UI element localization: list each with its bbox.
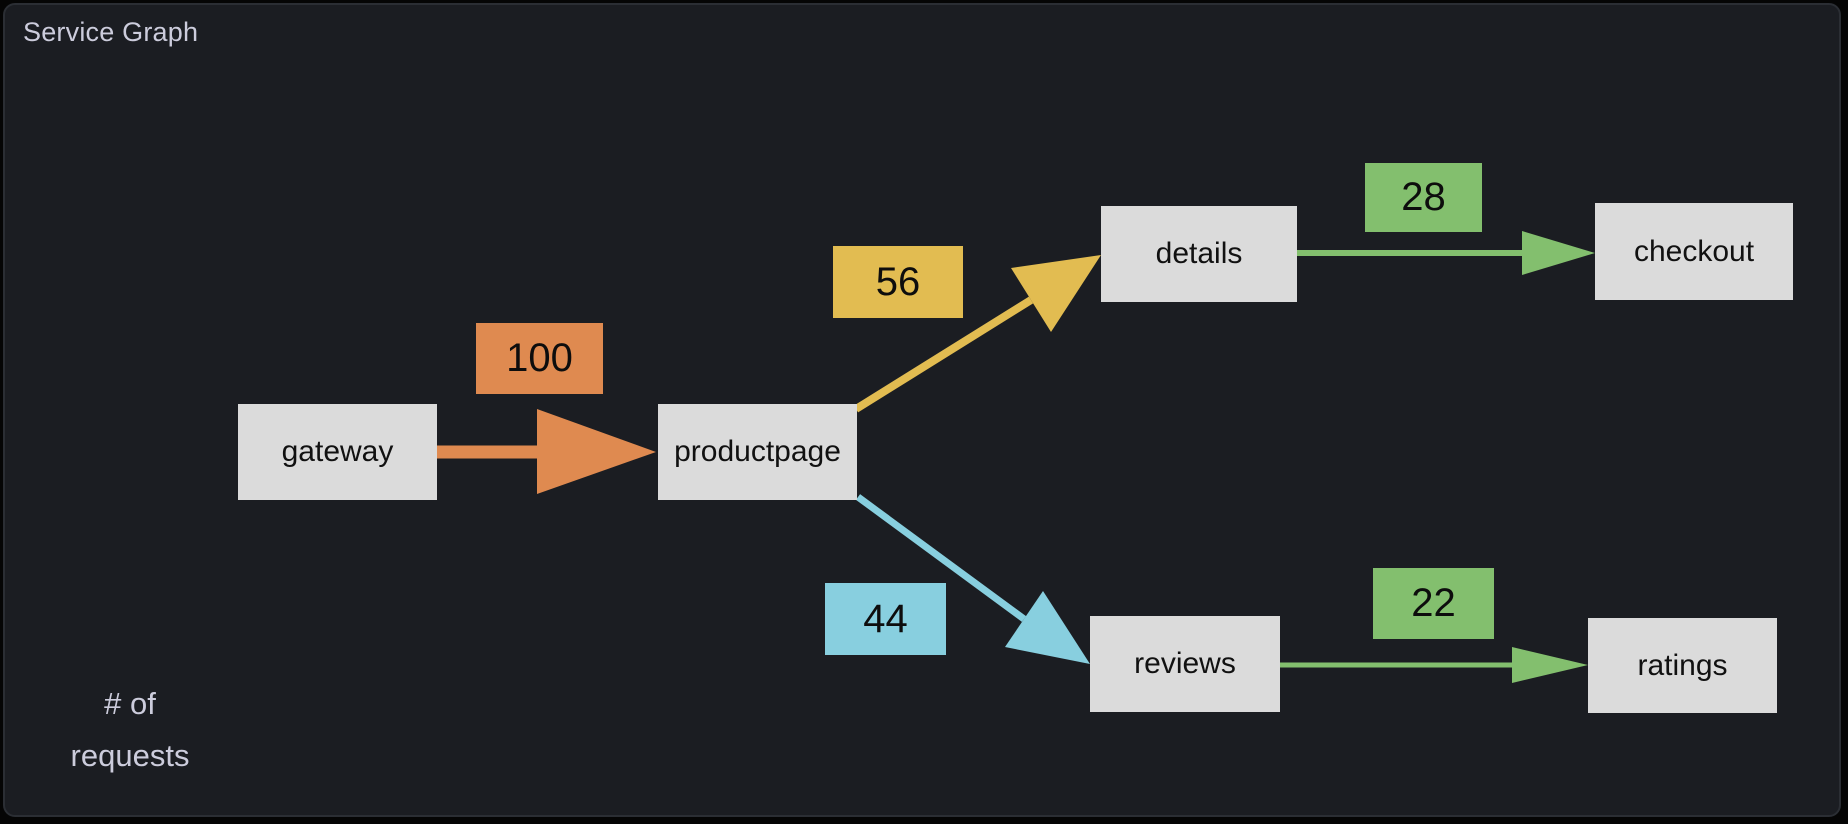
node-reviews[interactable]: reviews xyxy=(1090,616,1280,712)
edge-value-details-checkout: 28 xyxy=(1365,163,1482,232)
edge-value-productpage-reviews: 44 xyxy=(825,583,946,655)
node-ratings[interactable]: ratings xyxy=(1588,618,1777,713)
node-checkout[interactable]: checkout xyxy=(1595,203,1793,300)
node-gateway[interactable]: gateway xyxy=(238,404,437,500)
node-details[interactable]: details xyxy=(1101,206,1297,302)
legend-note-line-1: # of xyxy=(104,686,156,721)
edge-value-gateway-productpage: 100 xyxy=(476,323,603,394)
node-productpage[interactable]: productpage xyxy=(658,404,857,500)
edge-value-productpage-details: 56 xyxy=(833,246,963,318)
panel-title: Service Graph xyxy=(23,17,199,47)
legend-note: # of requests xyxy=(30,678,230,782)
legend-note-line-2: requests xyxy=(70,738,190,773)
edge-value-reviews-ratings: 22 xyxy=(1373,568,1494,639)
